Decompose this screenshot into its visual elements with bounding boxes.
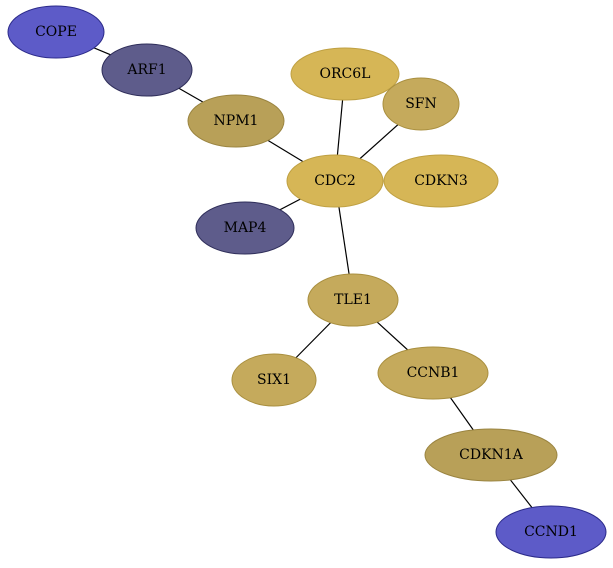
node-label: CCND1 xyxy=(524,524,578,540)
node-arf1[interactable]: ARF1 xyxy=(101,43,193,97)
node-label: TLE1 xyxy=(334,292,372,308)
node-ellipse[interactable] xyxy=(231,353,317,407)
node-map4[interactable]: MAP4 xyxy=(195,201,295,255)
node-label: ORC6L xyxy=(320,66,371,82)
node-six1[interactable]: SIX1 xyxy=(231,353,317,407)
node-ccnb1[interactable]: CCNB1 xyxy=(377,346,489,400)
node-sfn[interactable]: SFN xyxy=(382,77,460,131)
node-ellipse[interactable] xyxy=(307,273,399,327)
node-ellipse[interactable] xyxy=(377,346,489,400)
node-ellipse[interactable] xyxy=(187,94,285,148)
node-ellipse[interactable] xyxy=(383,154,499,208)
node-label: CDKN3 xyxy=(414,173,468,189)
node-cdkn3[interactable]: CDKN3 xyxy=(383,154,499,208)
node-npm1[interactable]: NPM1 xyxy=(187,94,285,148)
node-label: SIX1 xyxy=(257,372,291,388)
node-ellipse[interactable] xyxy=(290,47,400,101)
node-ellipse[interactable] xyxy=(495,505,607,559)
node-tle1[interactable]: TLE1 xyxy=(307,273,399,327)
node-label: NPM1 xyxy=(214,113,259,129)
node-ccnd1[interactable]: CCND1 xyxy=(495,505,607,559)
node-label: CCNB1 xyxy=(407,365,460,381)
node-ellipse[interactable] xyxy=(424,428,558,482)
node-cope[interactable]: COPE xyxy=(7,5,105,59)
node-ellipse[interactable] xyxy=(195,201,295,255)
node-label: COPE xyxy=(35,24,77,40)
node-label: SFN xyxy=(405,96,437,112)
node-ellipse[interactable] xyxy=(286,154,384,208)
node-cdc2[interactable]: CDC2 xyxy=(286,154,384,208)
node-label: MAP4 xyxy=(224,220,267,236)
node-label: CDKN1A xyxy=(459,447,524,463)
node-label: ARF1 xyxy=(126,62,166,78)
node-orc6l[interactable]: ORC6L xyxy=(290,47,400,101)
node-ellipse[interactable] xyxy=(382,77,460,131)
node-cdkn1a[interactable]: CDKN1A xyxy=(424,428,558,482)
node-ellipse[interactable] xyxy=(7,5,105,59)
node-ellipse[interactable] xyxy=(101,43,193,97)
node-label: CDC2 xyxy=(314,173,356,189)
